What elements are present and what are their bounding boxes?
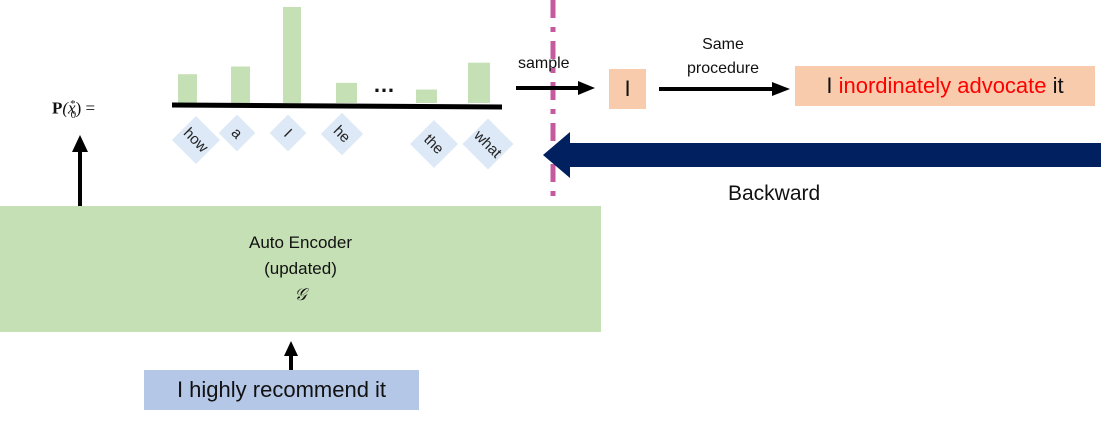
output-part-0: I [826, 73, 839, 98]
token-label: a [228, 124, 246, 142]
probability-bars [178, 7, 490, 103]
distribution-baseline [171, 102, 503, 110]
bar-a [231, 66, 250, 103]
input-sentence: I highly recommend it [176, 377, 387, 402]
formula-expr: (x [62, 98, 76, 118]
auto-encoder-block: Auto Encoder (updated) 𝒢 [0, 206, 601, 332]
sample-label: sample [518, 55, 570, 72]
sampled-token: I [624, 76, 631, 101]
procedure-label: Same procedure [678, 33, 768, 81]
input-arrow [284, 341, 298, 370]
formula-suffix: ) = [75, 98, 96, 118]
backward-arrow [543, 132, 1101, 178]
encoder-status: (updated) [264, 259, 337, 278]
procedure-arrow [659, 82, 790, 96]
ellipsis: … [373, 72, 395, 97]
token-label: how [180, 124, 212, 156]
encoder-output-arrow [72, 135, 88, 206]
output-part-2: it [1046, 73, 1064, 98]
probability-formula: P(x0*) = [52, 98, 95, 121]
formula-sup: * [70, 98, 76, 110]
bar-how [178, 74, 197, 103]
encoder-symbol: 𝒢 [294, 285, 307, 305]
output-sentence-box: I inordinately advocate it [795, 66, 1095, 106]
token-label: the [420, 130, 448, 158]
bar-i [283, 7, 301, 103]
sampled-token-box: I [609, 69, 646, 109]
token-label: what [470, 126, 506, 162]
token-label: I [280, 125, 296, 141]
encoder-title: Auto Encoder [248, 233, 352, 252]
formula-sub: 0 [70, 109, 77, 122]
formula-prefix: P [52, 98, 63, 118]
bar-what [468, 62, 490, 103]
procedure-label-line1: Same [702, 36, 744, 53]
output-sentence: I inordinately advocate it [826, 73, 1063, 99]
sample-arrow [516, 81, 595, 95]
backward-label: Backward [728, 182, 821, 205]
token-label: he [330, 122, 354, 146]
procedure-label-line2: procedure [686, 60, 760, 77]
bar-he [336, 82, 357, 103]
output-part-1: inordinately advocate [838, 73, 1047, 98]
input-sentence-box: I highly recommend it [144, 370, 419, 410]
bar-the [416, 89, 437, 103]
